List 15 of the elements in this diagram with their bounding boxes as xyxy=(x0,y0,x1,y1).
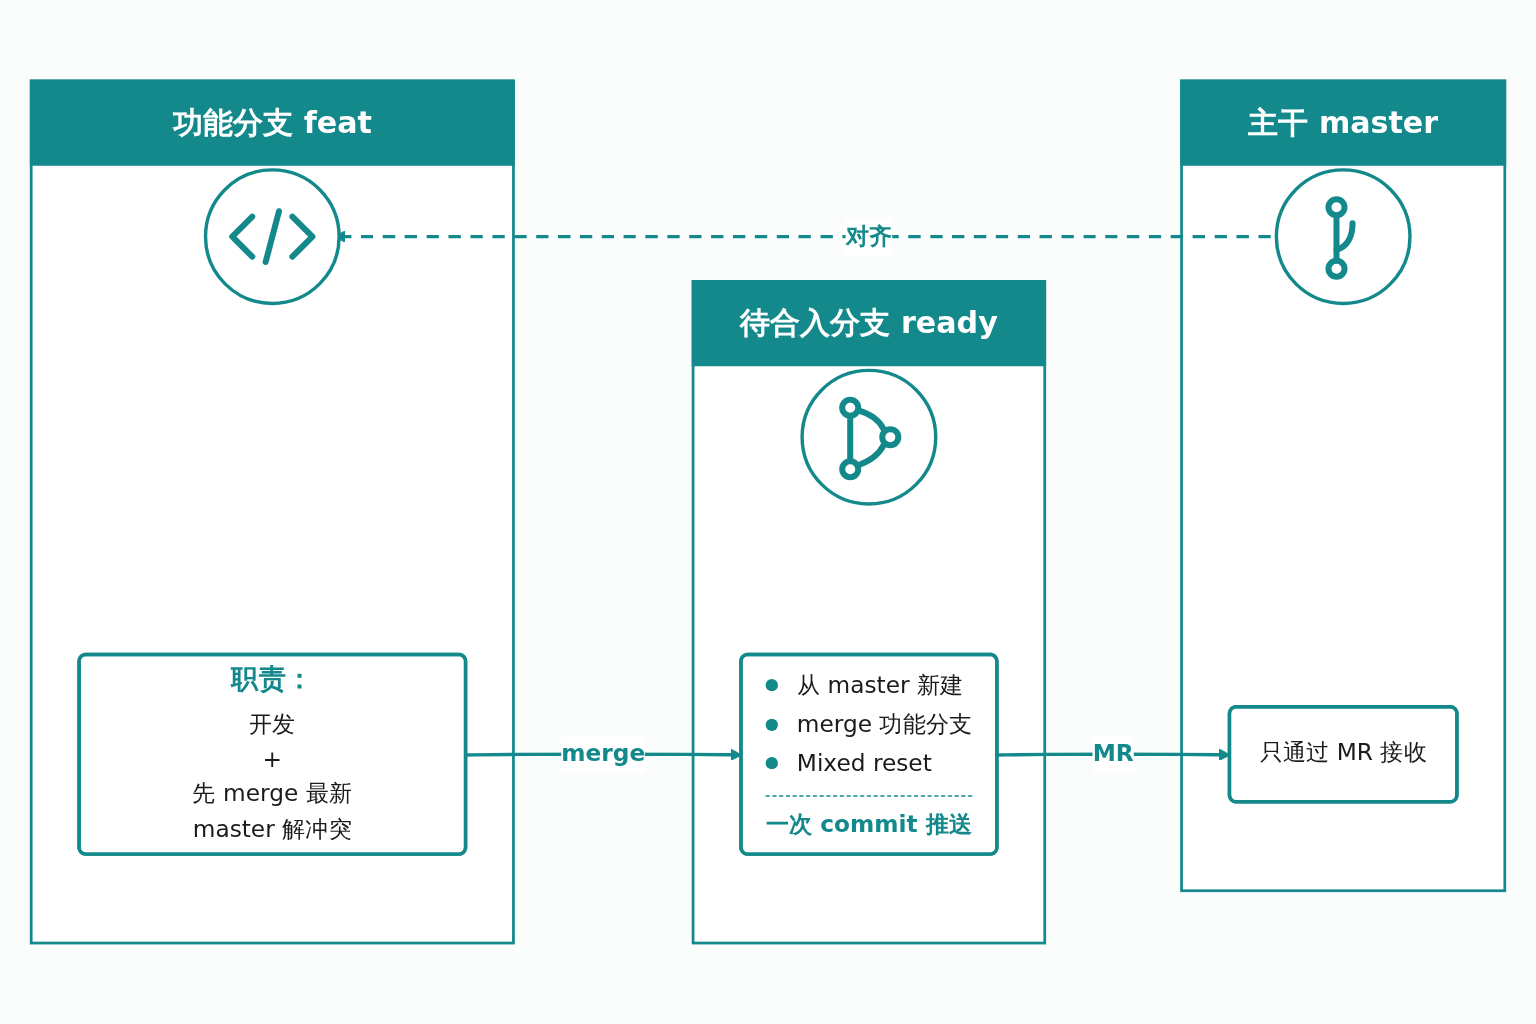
card-text: + xyxy=(261,744,284,775)
card-text: 先 merge 最新 master 解冲突 xyxy=(191,779,354,845)
card-text: 开发 xyxy=(248,709,297,740)
node-circle xyxy=(800,368,938,506)
card-footer-text: 一次 commit 推送 xyxy=(765,808,973,840)
card-heading: 职责： xyxy=(229,662,315,697)
list-item-text: 从 master 新建 xyxy=(796,669,964,701)
list-item-text: merge 功能分支 xyxy=(796,708,973,740)
edge-label: MR xyxy=(1092,739,1134,767)
list-item-text: Mixed reset xyxy=(796,747,932,779)
node-circle xyxy=(203,168,341,306)
node-circle xyxy=(1274,168,1412,306)
edge-label: merge xyxy=(561,739,646,767)
card-text: 只通过 MR 接收 xyxy=(1259,736,1427,768)
edge-label: 对齐 xyxy=(845,221,893,250)
